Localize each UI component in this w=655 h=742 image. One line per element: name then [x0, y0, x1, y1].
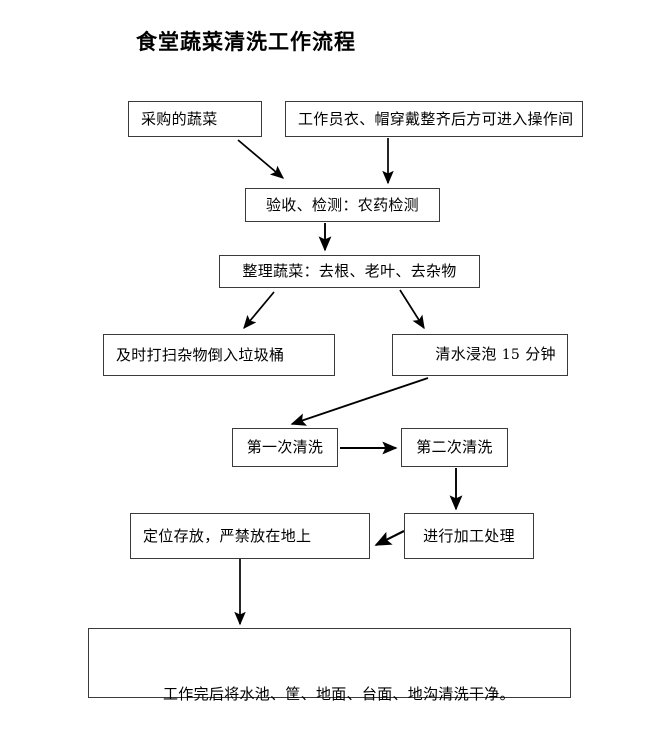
- node-label: 工作完后将水池、筐、地面、台面、地沟清洗干净。 刀、切菜案板、及其它切配工具清洗…: [89, 638, 570, 742]
- node-label: 第一次清洗: [246, 438, 324, 457]
- node-soak-in-water: 清水浸泡 15 分钟: [392, 334, 568, 376]
- node-label: 验收、检测：农药检测: [265, 195, 419, 214]
- edge-processing-to-storage: [374, 530, 405, 546]
- node-trim-vegetables: 整理蔬菜：去根、老叶、去杂物: [219, 255, 480, 288]
- node-label: 及时打扫杂物倒入垃圾桶: [116, 345, 285, 364]
- node-final-cleanup: 工作完后将水池、筐、地面、台面、地沟清洗干净。 刀、切菜案板、及其它切配工具清洗…: [88, 628, 571, 703]
- node-sweep-waste: 及时打扫杂物倒入垃圾桶: [103, 334, 335, 376]
- page-title: 食堂蔬菜清洗工作流程: [136, 30, 356, 54]
- node-fixed-storage: 定位存放，严禁放在地上: [130, 513, 370, 559]
- node-acceptance-inspection: 验收、检测：农药检测: [245, 188, 440, 222]
- node-label: 定位存放，严禁放在地上: [143, 526, 312, 545]
- edge-trim-to-soak: [399, 289, 425, 330]
- node-label: 采购的蔬菜: [141, 109, 218, 128]
- node-label: 第二次清洗: [416, 438, 493, 457]
- soak-suffix: 分钟: [520, 345, 556, 364]
- node-label: 进行加工处理: [423, 526, 515, 545]
- node-label: 整理蔬菜：去根、老叶、去杂物: [242, 262, 457, 281]
- soak-prefix: 清水浸泡: [435, 345, 502, 364]
- soak-minutes-value: 15: [501, 347, 521, 364]
- node-staff-uniform: 工作员衣、帽穿戴整齐后方可进入操作间: [285, 101, 583, 137]
- node-first-wash: 第一次清洗: [232, 428, 338, 467]
- edge-soak-to-first-wash: [290, 377, 429, 426]
- final-line-1: 工作完后将水池、筐、地面、台面、地沟清洗干净。: [163, 685, 515, 703]
- node-label: 清水浸泡 15 分钟: [393, 327, 567, 384]
- node-label: 工作员衣、帽穿戴整齐后方可进入操作间: [298, 109, 574, 128]
- node-second-wash: 第二次清洗: [401, 428, 508, 467]
- edge-purchase-to-inspection: [237, 139, 285, 179]
- node-purchased-vegetables: 采购的蔬菜: [128, 101, 262, 137]
- edge-trim-to-sweep: [243, 291, 275, 330]
- node-processing: 进行加工处理: [404, 513, 534, 559]
